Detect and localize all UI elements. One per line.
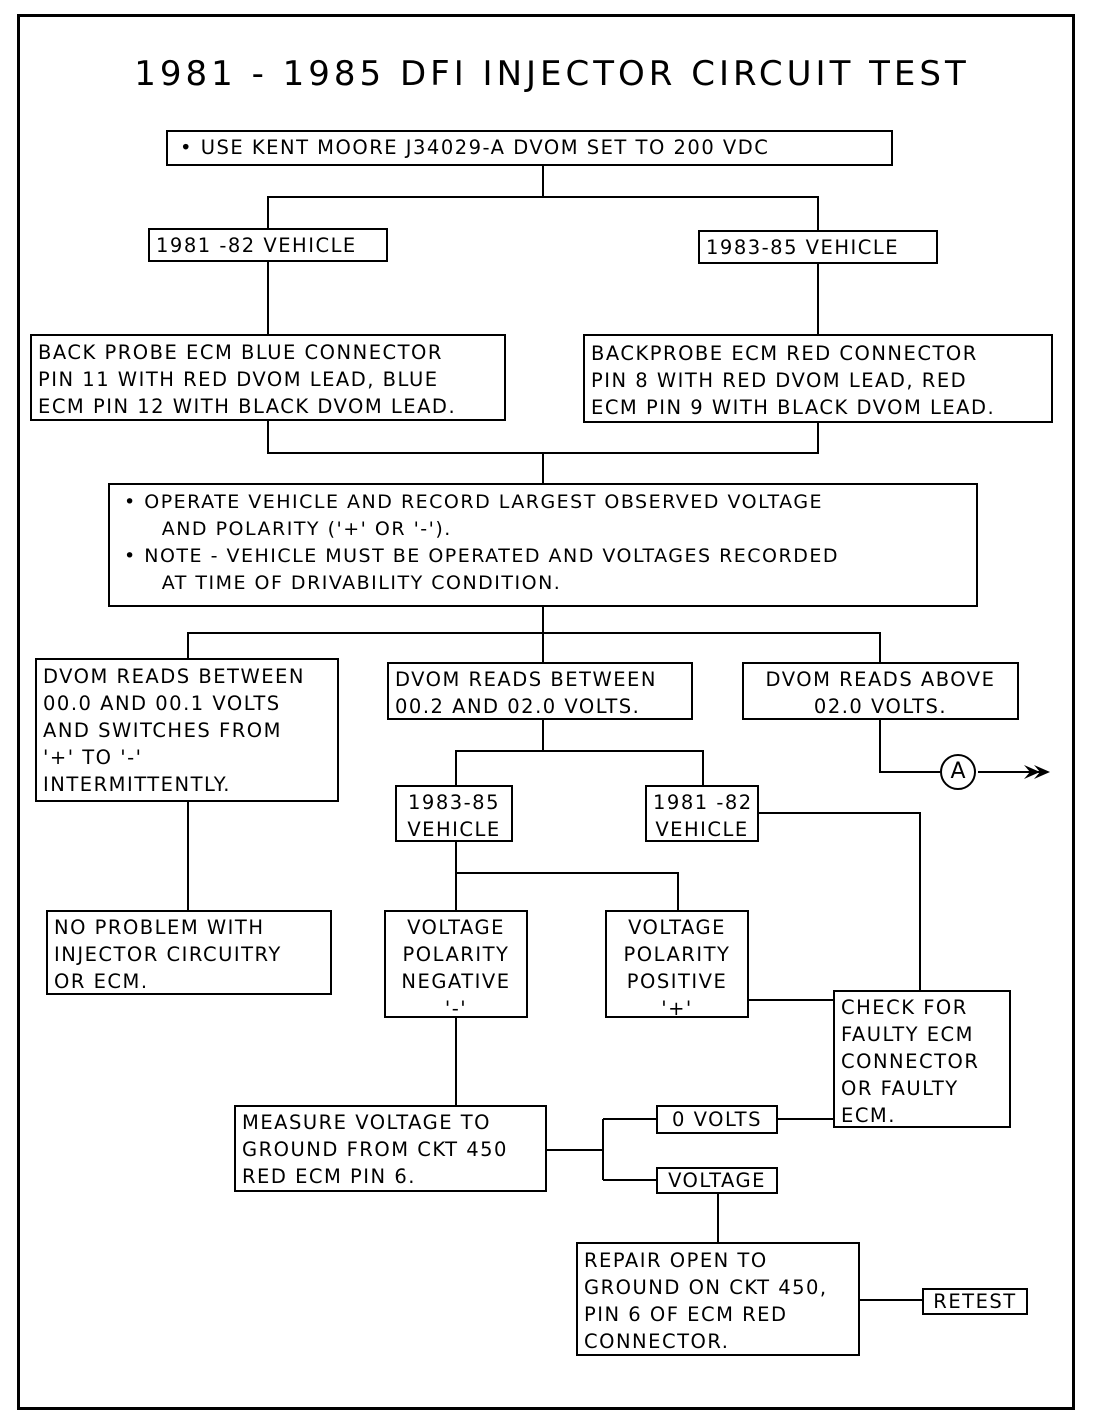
- line-mid-split-right: [543, 750, 704, 785]
- connector-a-icon: A: [940, 754, 976, 790]
- probe-red-connector-box: BACKPROBE ECM RED CONNECTOR PIN 8 WITH R…: [583, 334, 1053, 423]
- zero-volts-box: 0 VOLTS: [656, 1105, 778, 1134]
- line-high-a: [879, 720, 940, 773]
- repair-open-box: REPAIR OPEN TO GROUND ON CKT 450, PIN 6 …: [576, 1242, 860, 1356]
- reads-low-box: DVOM READS BETWEEN 00.0 AND 00.1 VOLTS A…: [35, 658, 339, 802]
- polarity-negative-box: VOLTAGE POLARITY NEGATIVE '-': [384, 910, 528, 1018]
- diagram-frame: [17, 14, 1075, 1410]
- vehicle-1983-85-sub-box: 1983-85 VEHICLE: [395, 785, 513, 842]
- line-operate-split: [187, 632, 881, 662]
- probe-blue-connector-box: BACK PROBE ECM BLUE CONNECTOR PIN 11 WIT…: [30, 334, 506, 421]
- measure-voltage-box: MEASURE VOLTAGE TO GROUND FROM CKT 450 R…: [234, 1105, 547, 1192]
- no-problem-box: NO PROBLEM WITH INJECTOR CIRCUITRY OR EC…: [46, 910, 332, 995]
- check-faulty-ecm-box: CHECK FOR FAULTY ECM CONNECTOR OR FAULTY…: [833, 990, 1011, 1128]
- voltage-box: VOLTAGE: [656, 1167, 778, 1194]
- retest-box: RETEST: [922, 1288, 1028, 1315]
- diagram-title: 1981 - 1985 DFI INJECTOR CIRCUIT TEST: [134, 54, 970, 94]
- line-probe-merge: [267, 421, 819, 454]
- vehicle-1983-85-box: 1983-85 VEHICLE: [698, 230, 938, 264]
- line-setup-split: [267, 166, 544, 230]
- reads-high-box: DVOM READS ABOVE 02.0 VOLTS.: [742, 662, 1019, 720]
- arrow-head-2: [1034, 765, 1050, 779]
- vehicle-1981-82-box: 1981 -82 VEHICLE: [148, 228, 388, 262]
- dvom-setup-box: • USE KENT MOORE J34029-A DVOM SET TO 20…: [166, 130, 893, 166]
- polarity-positive-box: VOLTAGE POLARITY POSITIVE '+': [605, 910, 749, 1018]
- reads-mid-box: DVOM READS BETWEEN 00.2 AND 02.0 VOLTS.: [387, 662, 693, 720]
- operate-vehicle-box: • OPERATE VEHICLE AND RECORD LARGEST OBS…: [108, 483, 978, 607]
- line-mid-split: [455, 720, 544, 785]
- vehicle-1981-82-sub-box: 1981 -82 VEHICLE: [645, 785, 759, 842]
- arrow-head-1: [1024, 765, 1040, 779]
- line-8385-split-right: [456, 872, 679, 910]
- line-setup-split-right: [543, 196, 819, 230]
- line-8182-check: [758, 812, 921, 992]
